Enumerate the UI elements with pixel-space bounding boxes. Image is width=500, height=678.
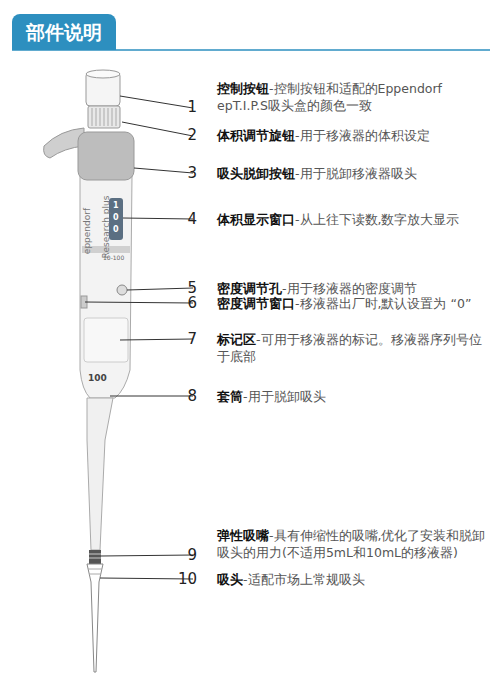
part-description: -从上往下读数,数字放大显示 [295, 212, 459, 227]
callout-text: 密度调节窗口-移液器出厂时,默认设置为 “0” [217, 295, 490, 312]
callout-text: 密度调节孔-用于移液器的密度调节 [217, 280, 490, 297]
part-name: 体积显示窗口 [217, 212, 295, 227]
callout-number: 2 [167, 126, 197, 144]
part-name: 吸头 [217, 572, 243, 587]
callout-text: 体积调节旋钮-用于移液器的体积设定 [217, 127, 490, 144]
callout-text: 弹性吸嘴-具有伸缩性的吸嘴,优化了安装和脱卸吸头的用力(不适用5mL和10mL的… [217, 527, 490, 561]
pipette-tip [87, 564, 103, 672]
button-top [86, 70, 120, 78]
ejector-button [78, 132, 134, 180]
callout-text: 控制按钮-控制按钮和适配的Eppendorf epT.I.P.S吸头盒的颜色一致 [217, 80, 490, 114]
callout-number: 7 [167, 330, 197, 348]
part-description: -适配市场上常规吸头 [243, 572, 365, 587]
part-name: 弹性吸嘴 [217, 528, 269, 543]
volume-knob [88, 106, 120, 128]
part-description: -用于移液器的密度调节 [282, 281, 417, 296]
pipette-print: Research plus [101, 196, 111, 259]
pipette-body [80, 176, 132, 398]
pipette-print: eppendorf [82, 208, 92, 254]
pipette-print: 10-100 [103, 254, 124, 261]
knob-ribs [92, 108, 116, 126]
callout-number: 6 [167, 294, 197, 312]
part-description: -移液器出厂时,默认设置为 “0” [295, 296, 471, 311]
density-hole [117, 285, 127, 295]
spring-cone-rings [89, 554, 101, 558]
callout-number: 4 [167, 210, 197, 228]
part-name: 控制按钮 [217, 81, 269, 96]
pipette-print: 0 [113, 225, 119, 234]
callout-number: 10 [167, 570, 197, 588]
part-name: 体积调节旋钮 [217, 128, 295, 143]
part-description: -可用于移液器的标记。移液器序列号位于底部 [217, 332, 482, 364]
part-name: 吸头脱卸按钮 [217, 166, 295, 181]
spring-cone [89, 550, 101, 564]
pipette-print: 1 [113, 201, 119, 210]
callout-text: 吸头-适配市场上常规吸头 [217, 571, 490, 588]
callout-number: 3 [167, 164, 197, 182]
part-name: 密度调节孔 [217, 281, 282, 296]
part-name: 密度调节窗口 [217, 296, 295, 311]
part-description: -用于脱卸移液器吸头 [295, 166, 417, 181]
part-name: 标记区 [217, 332, 256, 347]
callout-text: 吸头脱卸按钮-用于脱卸移液器吸头 [217, 165, 490, 182]
part-name: 套筒 [217, 389, 243, 404]
leader-lines [85, 96, 193, 579]
callout-text: 体积显示窗口-从上往下读数,数字放大显示 [217, 211, 490, 228]
ejector-sleeve [87, 398, 113, 550]
title-tab: 部件说明 [12, 14, 116, 50]
callout-number: 1 [167, 98, 197, 116]
pipette-print: 0 [113, 213, 119, 222]
callout-text: 标记区-可用于移液器的标记。移液器序列号位于底部 [217, 331, 490, 365]
callout-text: 套筒-用于脱卸吸头 [217, 388, 490, 405]
tip-ribs [88, 569, 102, 574]
callout-number: 9 [167, 546, 197, 564]
callout-number: 8 [167, 387, 197, 405]
part-description: -用于脱卸吸头 [243, 389, 326, 404]
pipette-print: 100 [88, 373, 107, 383]
part-description: -用于移液器的体积设定 [295, 128, 430, 143]
